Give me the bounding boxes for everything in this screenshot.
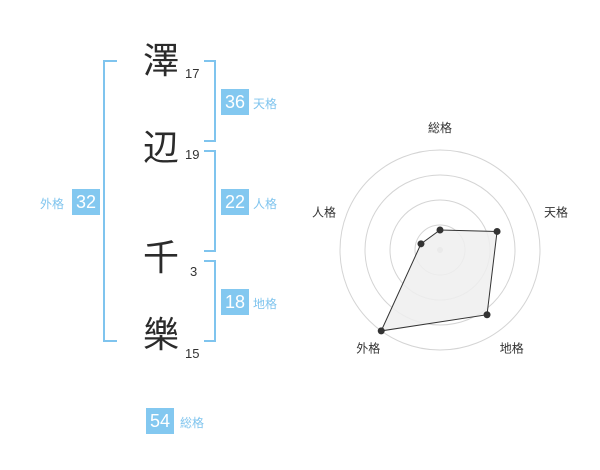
tenkaku-value-badge: 36 xyxy=(221,89,249,115)
radar-point-3 xyxy=(483,311,491,319)
jinkaku-bracket xyxy=(204,150,216,252)
radar-ring-4 xyxy=(339,149,541,351)
tenkaku-bracket xyxy=(204,60,216,142)
radar-point-4 xyxy=(377,327,385,335)
stroke-count-1: 17 xyxy=(185,66,200,81)
radar-data-polygon xyxy=(380,229,498,332)
jinkaku-value-badge: 22 xyxy=(221,189,249,215)
chikaku-label: 地格 xyxy=(253,297,278,311)
stroke-count-2: 19 xyxy=(185,147,200,162)
chikaku-value-badge: 18 xyxy=(221,289,249,315)
gaikaku-label: 外格 xyxy=(40,197,65,211)
jinkaku-label: 人格 xyxy=(253,197,278,211)
name-char-3: 千 xyxy=(143,238,180,279)
radar-point-1 xyxy=(436,226,444,234)
radar-point-2 xyxy=(493,227,501,235)
soukaku-value-badge: 54 xyxy=(146,408,174,434)
chikaku-bracket xyxy=(204,260,216,342)
tenkaku-label: 天格 xyxy=(253,97,278,111)
radar-axis-label-5: 人格 xyxy=(312,204,336,219)
gaikaku-value-badge: 32 xyxy=(72,189,100,215)
name-char-1: 澤 xyxy=(143,41,180,82)
stroke-count-3: 3 xyxy=(190,264,198,279)
gaikaku-bracket xyxy=(103,60,117,342)
radar-ring-3 xyxy=(364,174,516,326)
name-char-4: 樂 xyxy=(143,315,180,356)
radar-point-5 xyxy=(417,240,425,248)
stroke-count-4: 15 xyxy=(185,346,200,361)
radar-axis-label-4: 外格 xyxy=(356,341,380,356)
radar-axis-label-1: 総格 xyxy=(428,120,452,135)
soukaku-label: 総格 xyxy=(180,416,205,430)
radar-axis-label-3: 地格 xyxy=(500,341,524,356)
radar-axis-label-2: 天格 xyxy=(544,204,568,219)
name-char-2: 辺 xyxy=(143,128,180,169)
